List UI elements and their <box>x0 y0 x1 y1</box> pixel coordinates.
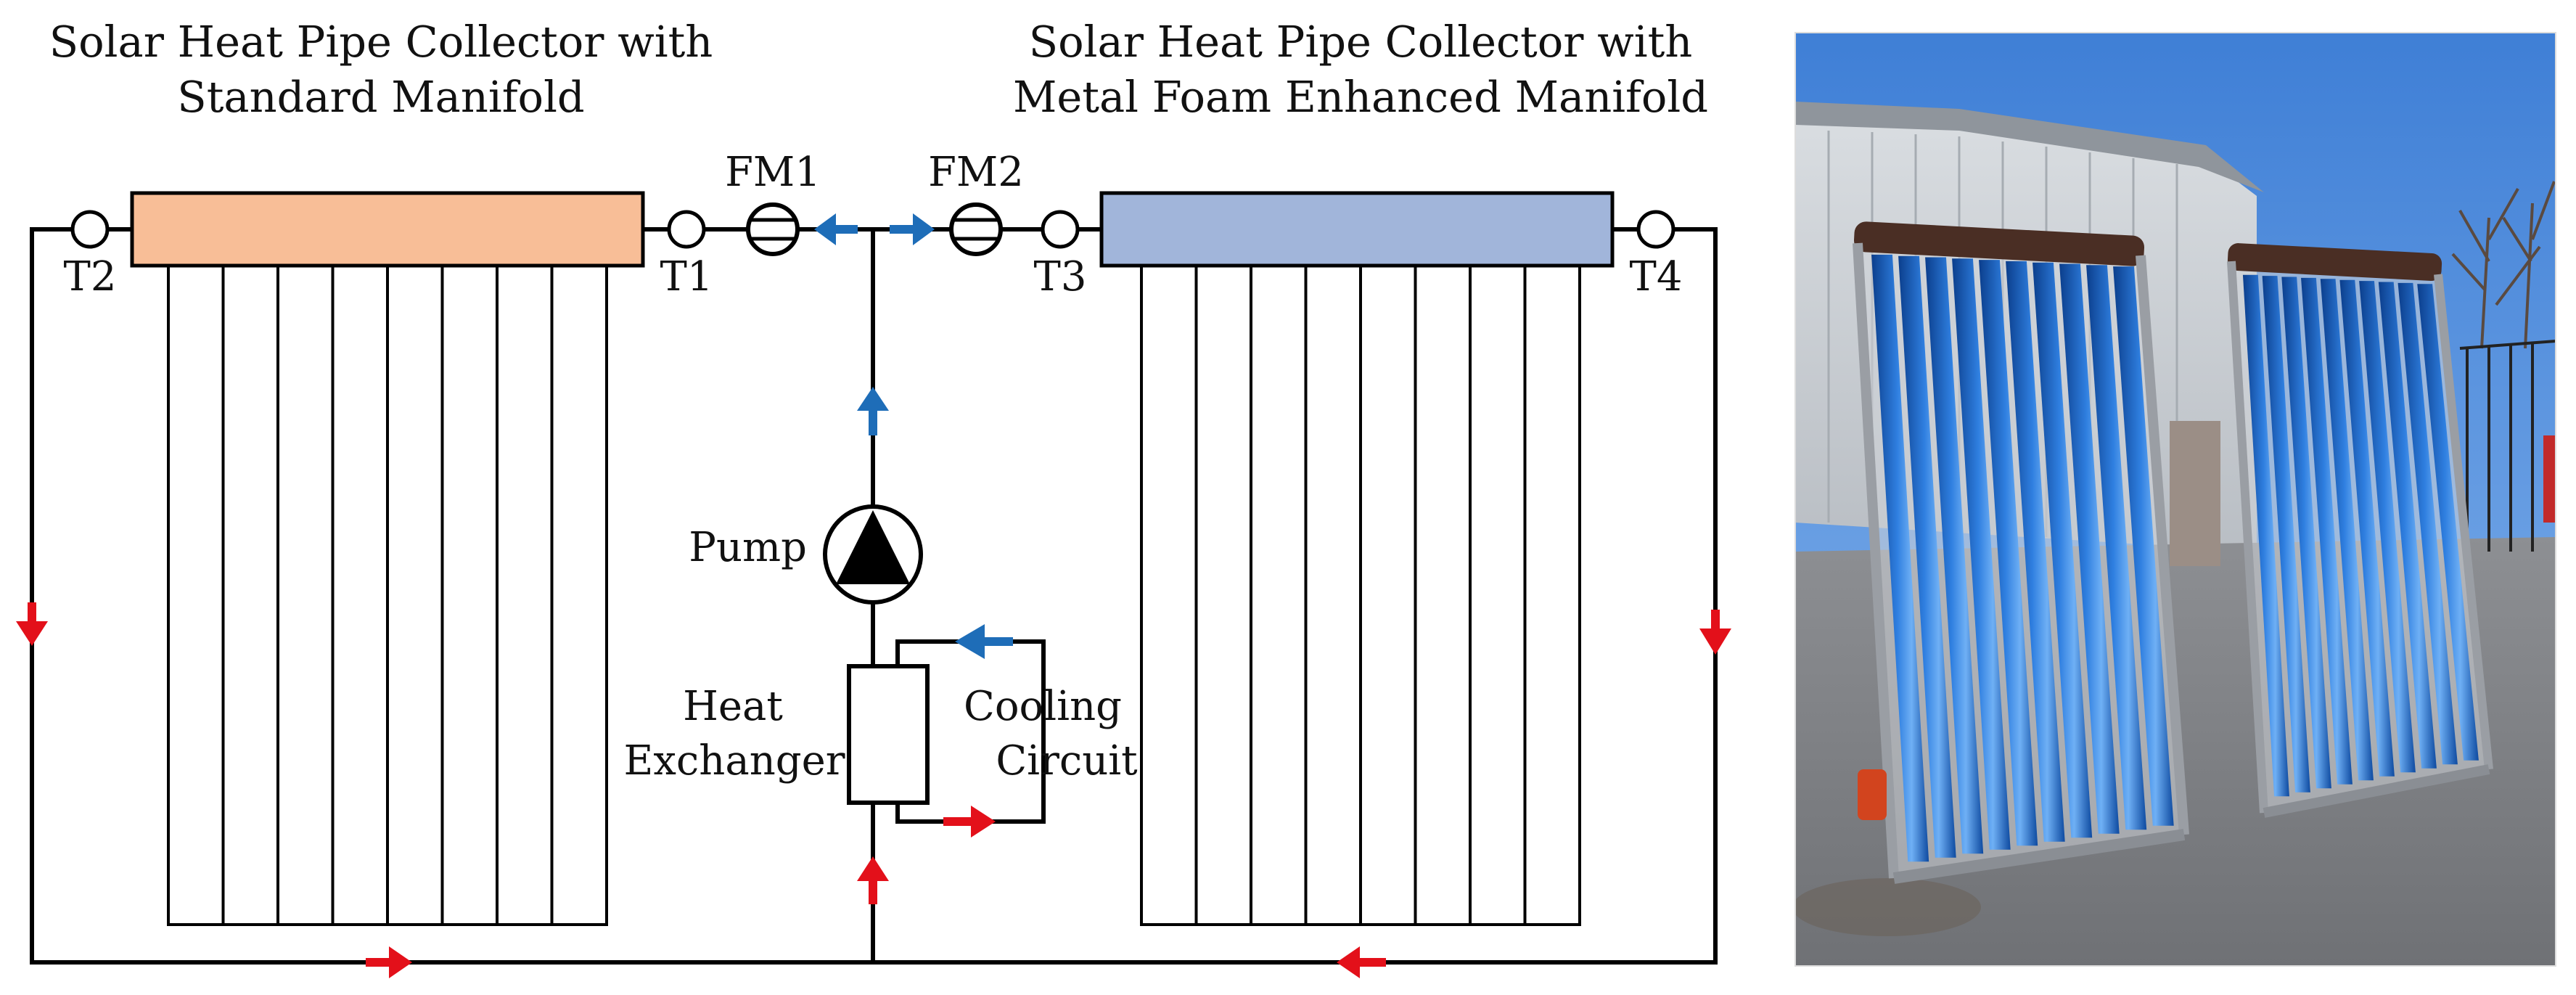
hx-label-line1: Heat <box>683 683 783 730</box>
evacuated-tube <box>2339 279 2395 777</box>
fm2-meter-icon <box>949 202 1003 256</box>
evacuated-tube <box>2320 279 2374 781</box>
cooling-circuit: Cooling Circuit <box>964 683 1138 785</box>
foam-enhanced-manifold <box>1099 191 1615 268</box>
t1-label: T1 <box>660 253 713 300</box>
evacuated-tube <box>1979 260 2038 846</box>
evacuated-tube <box>2301 277 2353 785</box>
evacuated-tube <box>2359 281 2416 773</box>
evacuated-tube <box>1952 258 2011 850</box>
flow-arrow-to-left-collector <box>814 213 858 245</box>
evacuated-tube <box>2006 261 2065 842</box>
sensor-t2: T2 <box>64 210 117 300</box>
right-title-line1: Solar Heat Pipe Collector with <box>1029 17 1693 67</box>
hx-label-line2: Exchanger <box>623 737 845 785</box>
flow-arrow-hx-inlet <box>857 856 889 904</box>
t1-sensor-icon <box>667 210 706 249</box>
evacuated-tube <box>2397 282 2458 765</box>
photo-collector-left <box>1853 221 2189 884</box>
foam-collector <box>1099 191 1615 926</box>
t2-label: T2 <box>64 253 117 300</box>
cooling-label-line1: Cooling <box>964 683 1122 730</box>
flow-arrow-cooling-out <box>943 806 996 838</box>
evacuated-tube <box>2262 276 2310 793</box>
evacuated-tube <box>2378 282 2437 769</box>
flow-arrow-right-down <box>1699 610 1731 655</box>
evacuated-tube <box>1898 255 1956 858</box>
left-title-line1: Solar Heat Pipe Collector with <box>49 17 713 67</box>
sensor-t3: T3 <box>1034 210 1087 300</box>
sensor-t1: T1 <box>660 210 713 300</box>
t4-sensor-icon <box>1636 210 1675 249</box>
photo-fence <box>2459 340 2556 552</box>
fm1-meter-icon <box>746 202 800 256</box>
evacuated-tube <box>2113 266 2174 826</box>
evacuated-tube <box>1925 257 1984 854</box>
heat-exchanger: Heat Exchanger <box>623 664 930 805</box>
evacuated-tube <box>2033 262 2093 838</box>
flow-arrow-riser-up <box>857 387 889 435</box>
cooling-label-line2: Circuit <box>996 737 1138 785</box>
foam-heat-pipes <box>1194 266 1527 925</box>
flow-arrow-bottom-right <box>1337 946 1386 978</box>
fm2-label: FM2 <box>928 149 1024 196</box>
t2-sensor-icon <box>70 210 110 249</box>
flow-arrow-bottom-left <box>366 946 412 978</box>
evacuated-tube <box>2417 284 2479 761</box>
t3-sensor-icon <box>1041 210 1080 249</box>
standard-heat-pipes <box>221 266 554 925</box>
evacuated-tube <box>1871 254 1929 862</box>
left-collector-title: Solar Heat Pipe Collector with Standard … <box>49 17 713 122</box>
standard-manifold <box>130 191 645 268</box>
cooling-circuit-loop <box>895 639 1046 824</box>
right-title-line2: Metal Foam Enhanced Manifold <box>1013 72 1708 122</box>
piping-network <box>30 227 1718 965</box>
pump-label: Pump <box>689 524 807 571</box>
left-title-line2: Standard Manifold <box>177 72 584 122</box>
flow-meter-fm2: FM2 <box>928 149 1024 256</box>
standard-collector <box>130 191 645 926</box>
flow-arrows <box>16 213 1731 978</box>
solar-collectors-photo <box>1794 32 2556 967</box>
evacuated-tube <box>2086 265 2147 830</box>
flow-arrow-left-down <box>16 602 48 646</box>
fm1-label: FM1 <box>725 149 821 196</box>
t3-label: T3 <box>1034 253 1087 300</box>
t4-label: T4 <box>1630 253 1683 300</box>
evacuated-tube <box>2242 274 2289 797</box>
flow-arrow-to-right-collector <box>890 213 935 245</box>
pump: Pump <box>689 504 923 605</box>
evacuated-tube <box>2059 263 2120 834</box>
evacuated-tube <box>2281 277 2331 789</box>
photo-collector-right <box>2227 243 2493 818</box>
right-collector-title: Solar Heat Pipe Collector with Metal Foa… <box>1013 17 1708 122</box>
flow-meter-fm1: FM1 <box>725 149 821 256</box>
photo-trees <box>2451 181 2556 349</box>
sensor-t4: T4 <box>1630 210 1683 300</box>
heat-exchanger-icon <box>847 664 930 805</box>
flow-arrow-cooling-return <box>955 624 1013 659</box>
